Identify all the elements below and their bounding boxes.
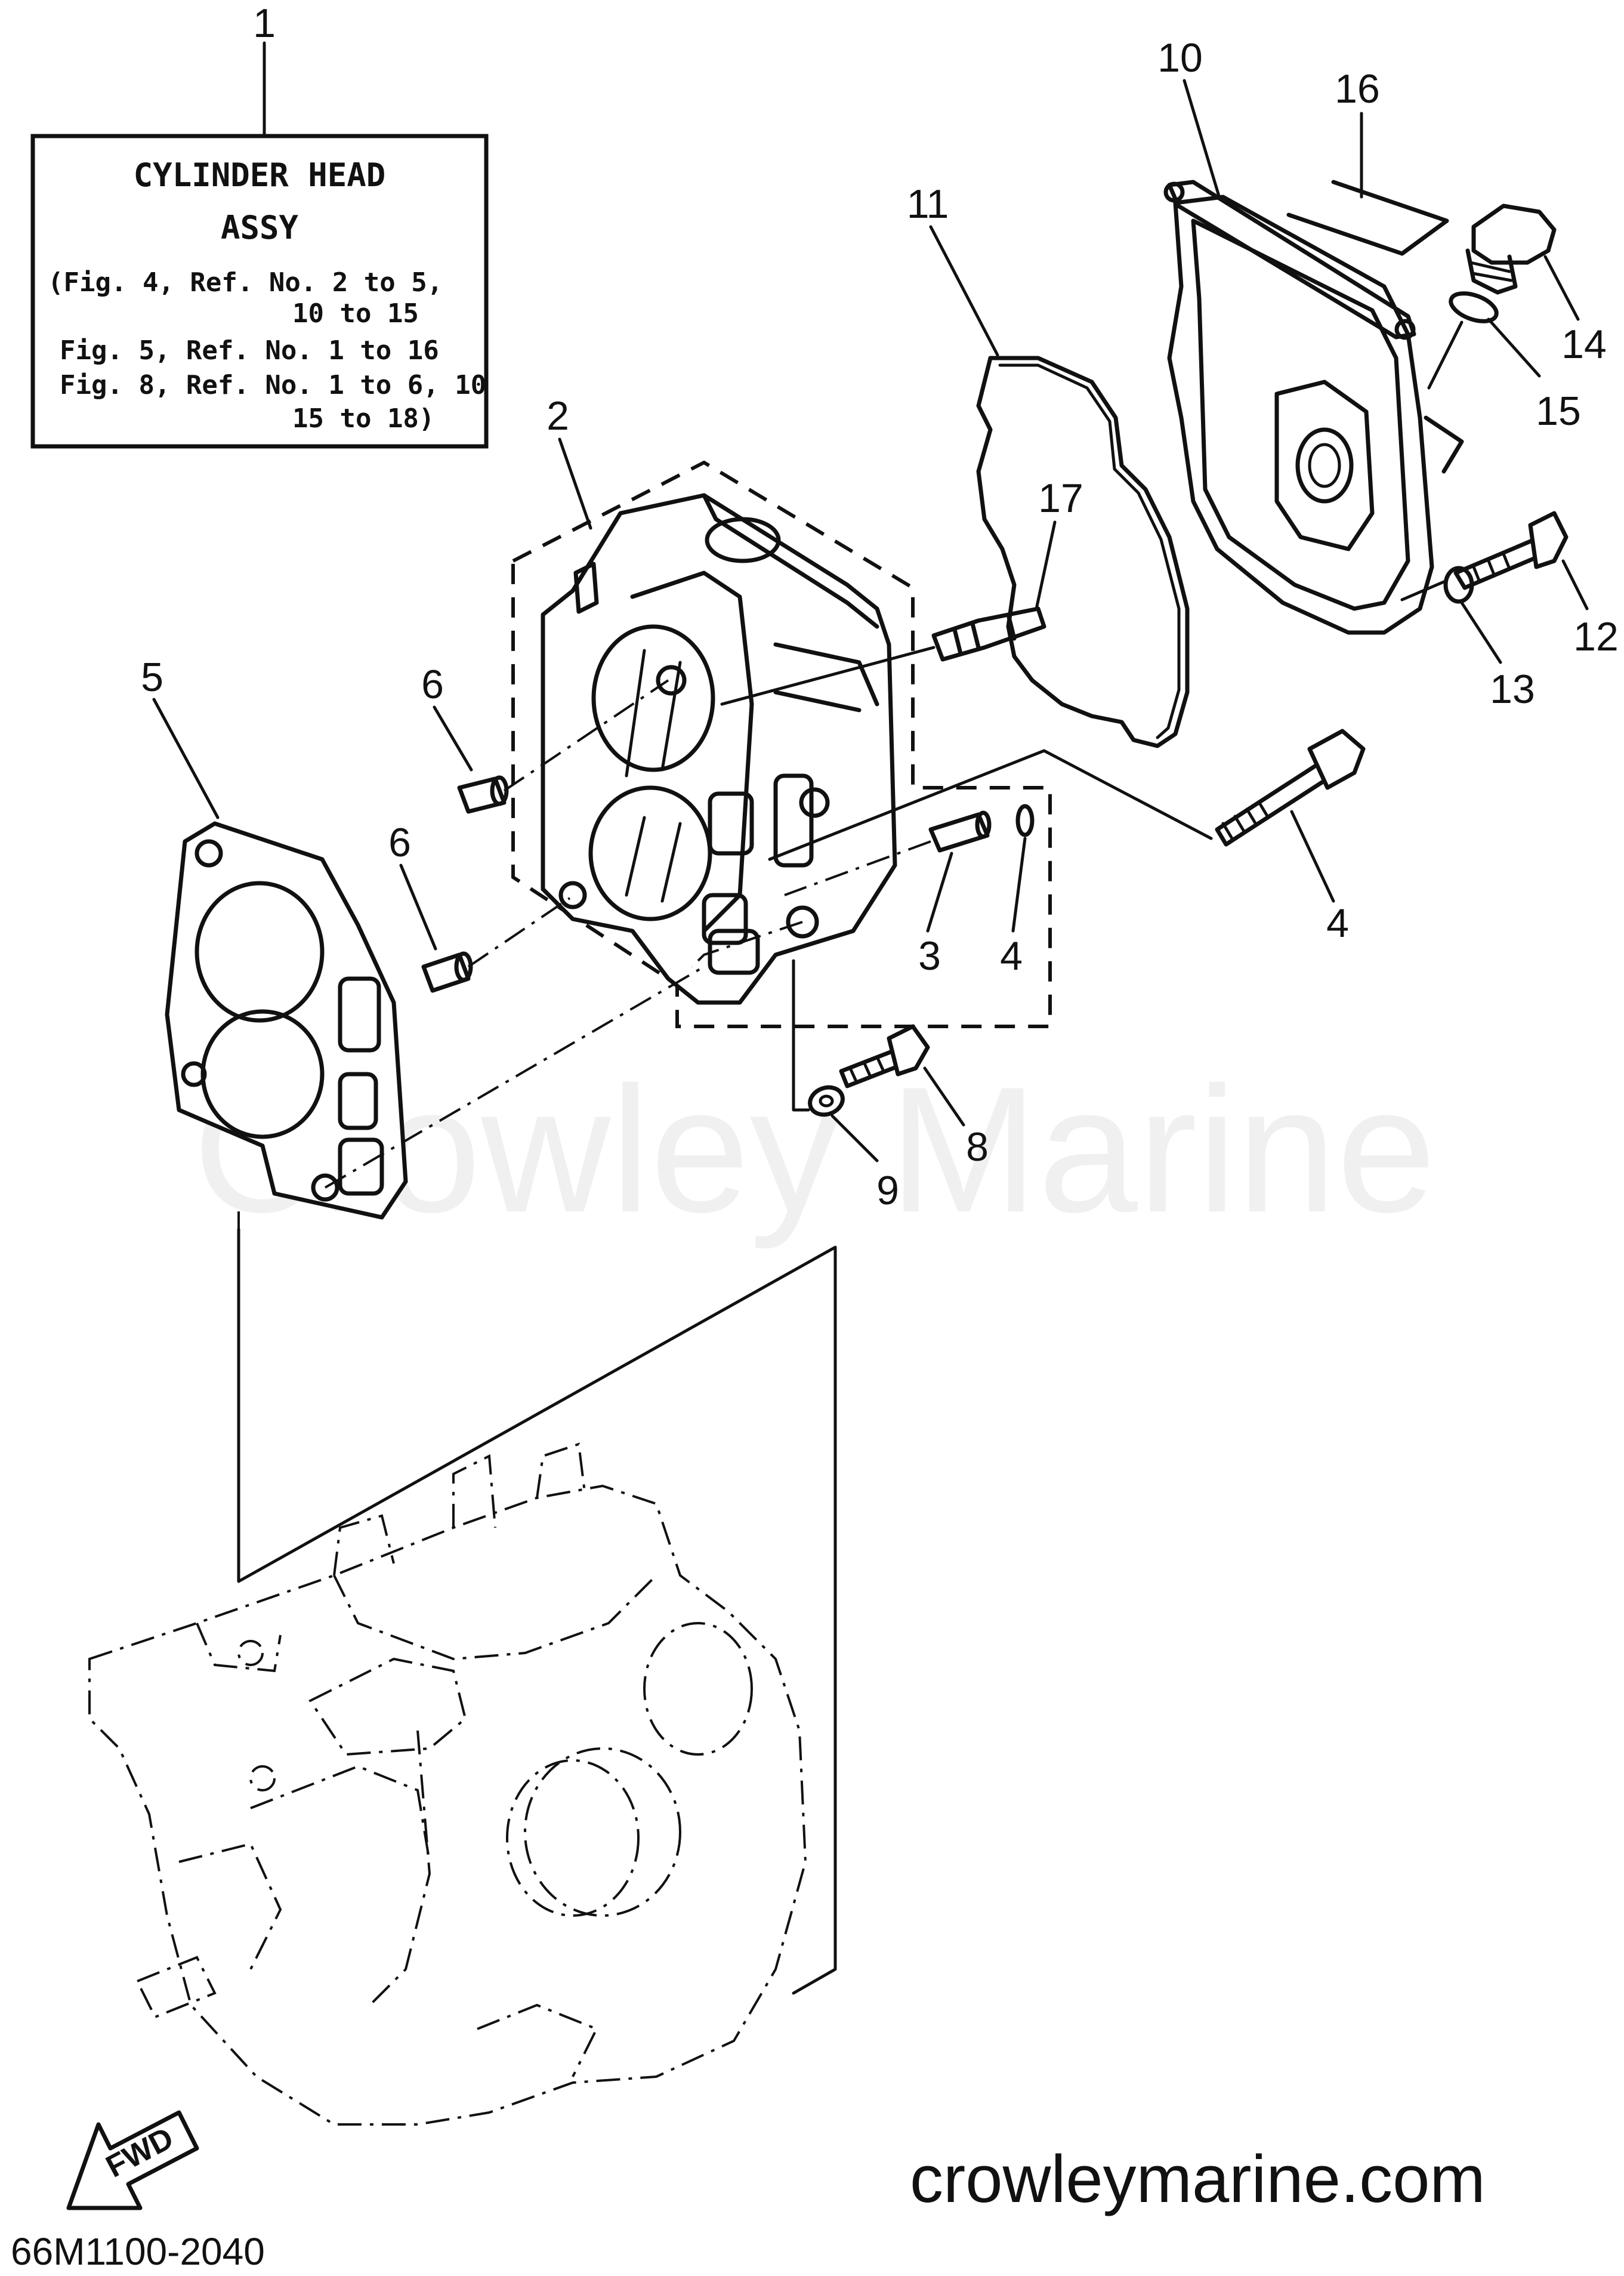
callout-16: 16: [1335, 66, 1380, 112]
note-line-2: ASSY: [221, 209, 299, 246]
cylinder-head-assy-group: 2: [511, 393, 1052, 1028]
callout-11: 11: [907, 181, 949, 227]
note-box: 1 CYLINDER HEAD ASSY (Fig. 4, Ref. No. 2…: [30, 1, 489, 449]
callout-6-lower: 6: [388, 820, 411, 865]
callout-2: 2: [547, 393, 569, 439]
valve-cover-gasket: 11: [907, 181, 1190, 748]
note-line-4: 10 to 15: [292, 298, 419, 329]
spark-plug: 17: [720, 476, 1083, 706]
cover-bolt: 12: [1453, 511, 1619, 659]
diagram-code: 66M1100-2040: [11, 2230, 265, 2273]
callout-leader-6a: [433, 705, 473, 772]
callout-leader-4: [1011, 837, 1027, 933]
note-box-frame: [30, 134, 489, 449]
callout-leader-9: [830, 1114, 879, 1162]
callout-4: 4: [1000, 933, 1023, 979]
callout-leader-10: [1183, 79, 1222, 202]
callout-6-upper: 6: [421, 662, 444, 707]
callout-14: 14: [1561, 322, 1607, 367]
callout-13: 13: [1490, 667, 1535, 712]
note-line-3: (Fig. 4, Ref. No. 2 to 5,: [48, 267, 443, 298]
clip-part: 4: [1000, 804, 1035, 979]
callout-leader-6b: [399, 863, 437, 951]
callout-5: 5: [141, 655, 163, 700]
dowel-pin-lower: 6: [388, 820, 571, 993]
note-line-1: CYLINDER HEAD: [134, 156, 386, 194]
callout-9: 9: [876, 1168, 899, 1213]
callout-7: 4: [1326, 900, 1349, 946]
callout-leader-15: [1487, 317, 1541, 378]
oil-filler-cap: 14: [1465, 203, 1607, 367]
cylinder-head: [541, 493, 897, 1005]
fwd-arrow-icon: FWD: [66, 2110, 199, 2210]
website-text: crowleymarine.com: [910, 2142, 1486, 2216]
callout-leader-12: [1561, 559, 1589, 610]
caution-label: 16: [1286, 66, 1449, 256]
callout-leader-7: [1290, 810, 1335, 903]
callout-leader-14: [1543, 255, 1580, 321]
o-ring: 15: [1427, 291, 1581, 434]
callout-17: 17: [1038, 476, 1083, 521]
valve-cover: 10: [1157, 35, 1464, 635]
callout-12: 12: [1573, 614, 1619, 659]
sleeve-part: 3: [784, 810, 992, 979]
callout-leader-8: [923, 1066, 965, 1127]
callout-3: 3: [918, 933, 941, 979]
callout-10: 10: [1157, 35, 1203, 81]
callout-1: 1: [253, 1, 276, 46]
note-line-7: 15 to 18): [292, 403, 434, 434]
cover-washer: 13: [1400, 566, 1535, 712]
cylinder-head-gasket: 5: [141, 655, 408, 1220]
callout-8: 8: [966, 1124, 989, 1170]
callout-leader-17: [1033, 520, 1057, 616]
callout-leader-2: [558, 437, 592, 530]
bolt-washer: 9: [792, 959, 899, 1213]
cylinder-head-dashed-outline: [511, 460, 1052, 1028]
engine-block: [88, 1442, 807, 2126]
callout-leader-11: [929, 225, 999, 357]
dowel-pin-upper: 6: [421, 662, 669, 814]
callout-leader-3: [926, 852, 953, 933]
callout-15: 15: [1536, 388, 1581, 434]
callout-leader-13: [1460, 601, 1502, 664]
note-line-5: Fig. 5, Ref. No. 1 to 16: [60, 335, 439, 366]
head-bolt-short: 8: [839, 1024, 989, 1170]
callout-leader-5: [152, 698, 220, 819]
head-bolt-long: 4: [768, 729, 1366, 946]
note-line-6: Fig. 8, Ref. No. 1 to 6, 10: [60, 370, 486, 400]
